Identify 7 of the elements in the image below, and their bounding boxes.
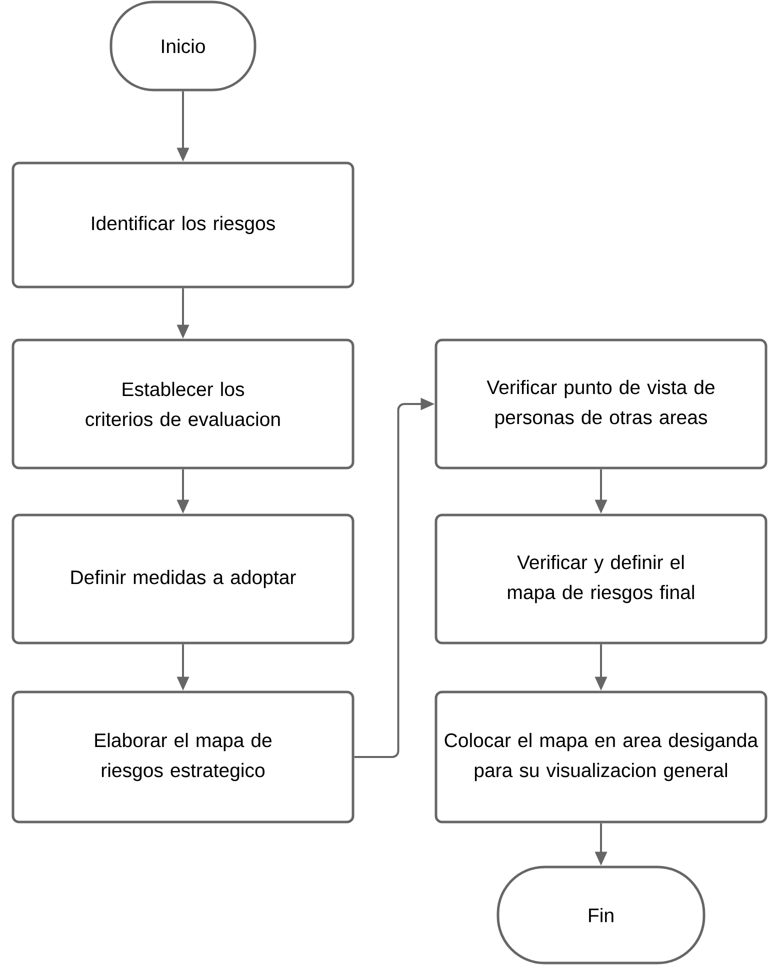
process-box: Establecer los criterios de evaluacion — [12, 338, 354, 470]
process-box: Colocar el mapa en area desiganda para su visualizacion general — [434, 690, 768, 824]
process-box: Elaborar el mapa de riesgos estrategico — [12, 690, 354, 824]
process-box: Verificar y definir el mapa de riesgos final — [434, 514, 768, 644]
process-box: Definir medidas a adoptar — [12, 514, 354, 644]
process-box: Verificar punto de vista de personas de otras areas — [434, 338, 768, 470]
process-box: Identificar los riesgos — [12, 162, 354, 288]
